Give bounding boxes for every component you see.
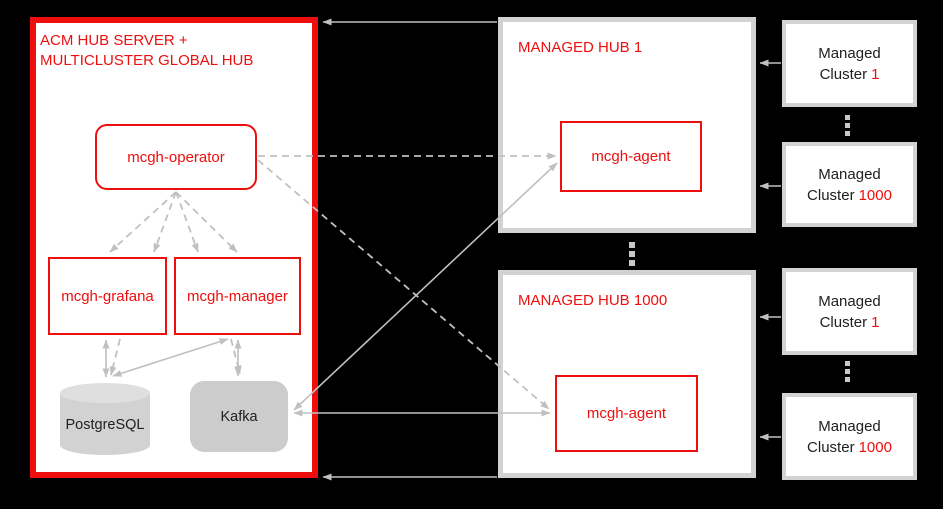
mcgh-manager-label: mcgh-manager (187, 287, 288, 305)
cluster-word: Managed (818, 292, 881, 310)
mcgh-agent-hub1-label: mcgh-agent (591, 148, 671, 165)
global-hub-title: ACM HUB SERVER + MULTICLUSTER GLOBAL HUB (40, 31, 290, 71)
node-mcgh-agent-hub1000: mcgh-agent (555, 375, 698, 452)
cluster-word: Cluster (819, 65, 868, 83)
cluster-word: Managed (818, 44, 881, 62)
mcgh-grafana-label: mcgh-grafana (61, 287, 154, 305)
database-cylinder-icon (60, 383, 150, 455)
mcgh-agent-hub1000-label: mcgh-agent (586, 405, 667, 422)
managed-hub-1000-box: MANAGED HUB 1000 mcgh-agent (498, 270, 756, 478)
managed-hub-1-title: MANAGED HUB 1 (518, 39, 643, 56)
global-hub-title-line2: MULTICLUSTER GLOBAL HUB (40, 52, 254, 69)
hubs-vertical-ellipsis (629, 242, 635, 269)
cluster-number: 1 (871, 313, 880, 331)
node-kafka: Kafka (190, 381, 288, 452)
node-mcgh-manager: mcgh-manager (174, 257, 301, 335)
clusters-bottom-vertical-ellipsis (845, 361, 850, 385)
node-mcgh-grafana: mcgh-grafana (48, 257, 167, 335)
managed-hub-1000-title: MANAGED HUB 1000 (518, 292, 668, 309)
cluster-word: Cluster (807, 438, 855, 456)
cluster-word: Managed (818, 417, 881, 435)
node-postgresql: PostgreSQL (58, 381, 152, 457)
clusters-top-vertical-ellipsis (845, 115, 850, 139)
cluster-word: Cluster (819, 313, 868, 331)
global-hub-title-line1: ACM HUB SERVER + (40, 32, 188, 49)
cluster-number: 1 (871, 65, 880, 83)
managed-hub-1-box: MANAGED HUB 1 mcgh-agent (498, 17, 756, 233)
cluster-word: Cluster (807, 186, 855, 204)
cluster-word: Managed (818, 165, 881, 183)
node-mcgh-agent-hub1: mcgh-agent (560, 121, 702, 192)
cluster-number: 1000 (858, 186, 892, 204)
global-hub-box: ACM HUB SERVER + MULTICLUSTER GLOBAL HUB… (30, 17, 318, 478)
cluster-number: 1000 (858, 438, 892, 456)
postgresql-label: PostgreSQL (65, 417, 145, 433)
node-mcgh-operator: mcgh-operator (95, 124, 257, 190)
mcgh-operator-label: mcgh-operator (127, 148, 225, 166)
kafka-label: Kafka (220, 408, 258, 425)
